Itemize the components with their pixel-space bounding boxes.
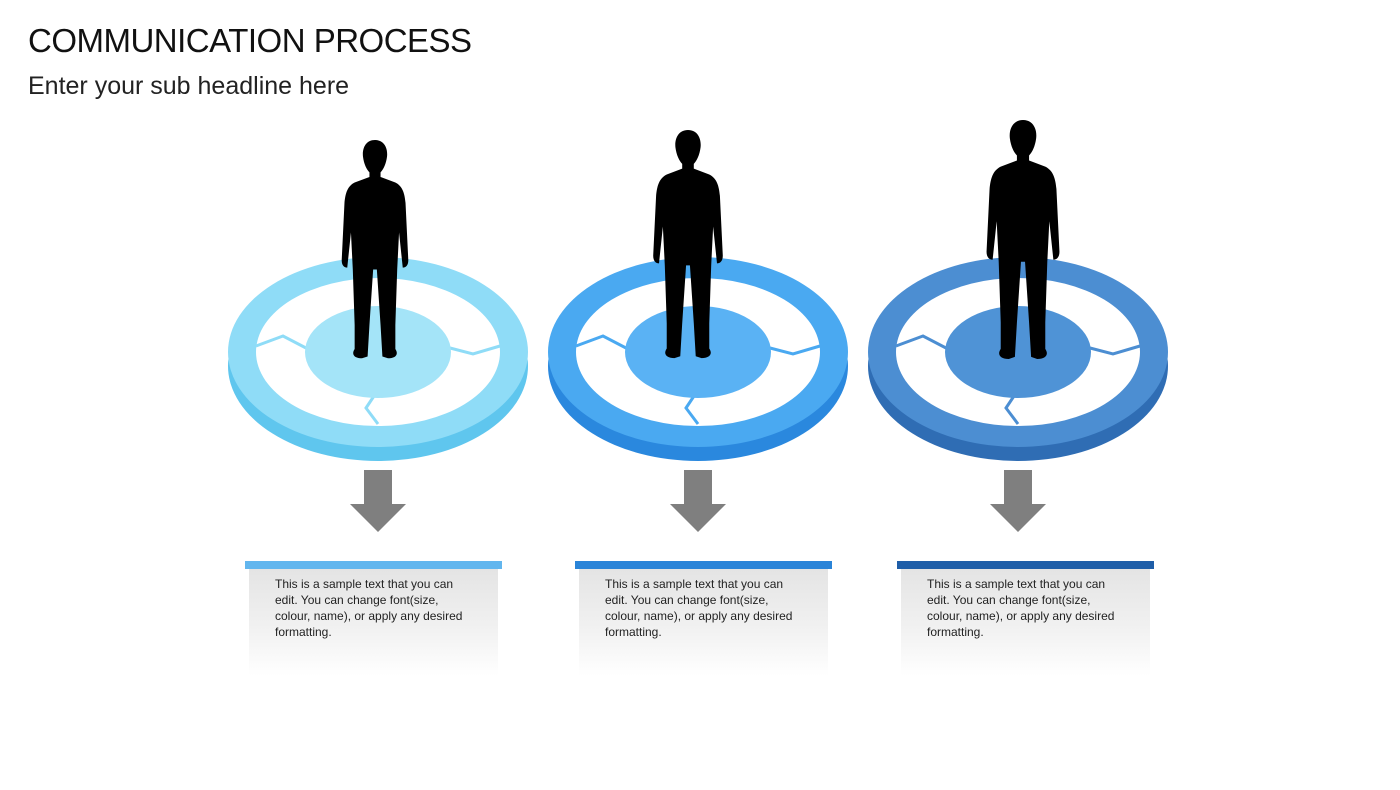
- step-3-connector-left: [895, 334, 947, 350]
- step-3-textbox[interactable]: This is a sample text that you can edit.…: [897, 561, 1154, 676]
- step-3-accent-bar: [897, 561, 1154, 569]
- slide-subtitle: Enter your sub headline here: [28, 72, 350, 100]
- step-1-connector-right: [449, 344, 501, 356]
- down-arrow-icon: [990, 470, 1046, 532]
- step-1-textbox[interactable]: This is a sample text that you can edit.…: [245, 561, 502, 676]
- step-1-platform: [228, 140, 528, 532]
- step-1-accent-bar: [245, 561, 502, 569]
- slide-title: COMMUNICATION PROCESS: [28, 22, 472, 59]
- step-2-platform: [548, 130, 848, 532]
- step-3-text[interactable]: This is a sample text that you can edit.…: [927, 577, 1115, 639]
- step-1-panel: [249, 569, 498, 676]
- step-2-connector-right: [769, 344, 821, 356]
- step-3-panel: [901, 569, 1150, 676]
- down-arrow-icon: [670, 470, 726, 532]
- step-2-accent-bar: [575, 561, 832, 569]
- down-arrow-icon: [350, 470, 406, 532]
- step-1-connector-left: [255, 334, 307, 350]
- step-2-panel: [579, 569, 828, 676]
- step-1-text[interactable]: This is a sample text that you can edit.…: [275, 577, 463, 639]
- step-2-connector-left: [575, 334, 627, 350]
- step-2-textbox[interactable]: This is a sample text that you can edit.…: [575, 561, 832, 676]
- step-2-text[interactable]: This is a sample text that you can edit.…: [605, 577, 793, 639]
- step-1-inner-disc: [305, 306, 451, 398]
- step-3-connector-right: [1089, 344, 1141, 356]
- step-3-platform: [868, 120, 1168, 532]
- step-3-inner-disc: [945, 306, 1091, 398]
